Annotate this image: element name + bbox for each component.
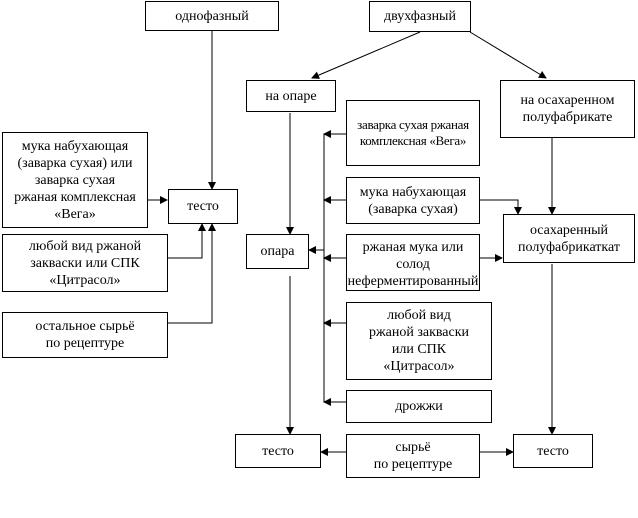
node-mid-vega: заварка сухая ржаная комплексная «Вега» — [346, 100, 480, 166]
node-mid-rye: ржаная мука или солод неферментированный — [346, 234, 480, 291]
node-sponge: опара — [246, 234, 309, 269]
node-single-phase: однофазный — [145, 1, 279, 31]
arrow-left-other-to-dough — [168, 223, 216, 324]
node-left-other: остальное сырьё по рецептуре — [2, 312, 168, 358]
node-dough-right: тесто — [513, 434, 593, 468]
node-two-phase: двухфазный — [369, 1, 471, 32]
arrow-left-starter-to-dough — [168, 223, 206, 259]
node-mid-flour: мука набухающая (заварка сухая) — [346, 177, 480, 224]
node-mid-starter: любой вид ржаной закваски или СПК «Цитра… — [346, 302, 492, 380]
node-on-sugared: на осахаренном полуфабрикате — [500, 80, 635, 138]
node-raw: сырьё по рецептуре — [346, 434, 480, 478]
arrow-two-phase-to-sugared — [469, 31, 547, 79]
node-on-sponge: на опаре — [246, 80, 336, 112]
arrow-two-phase-to-sponge — [311, 31, 421, 79]
node-left-starter: любой вид ржаной закваски или СПК «Цитра… — [2, 234, 168, 292]
node-yeast: дрожжи — [346, 390, 492, 423]
node-left-flour: мука набухающая (заварка сухая) или зава… — [2, 132, 148, 228]
arrow-flour-to-sugared — [480, 199, 522, 215]
node-dough-mid: тесто — [235, 434, 321, 468]
node-sugared: осахаренный полуфабрикаткат — [503, 214, 635, 263]
node-left-dough: тесто — [168, 189, 238, 224]
